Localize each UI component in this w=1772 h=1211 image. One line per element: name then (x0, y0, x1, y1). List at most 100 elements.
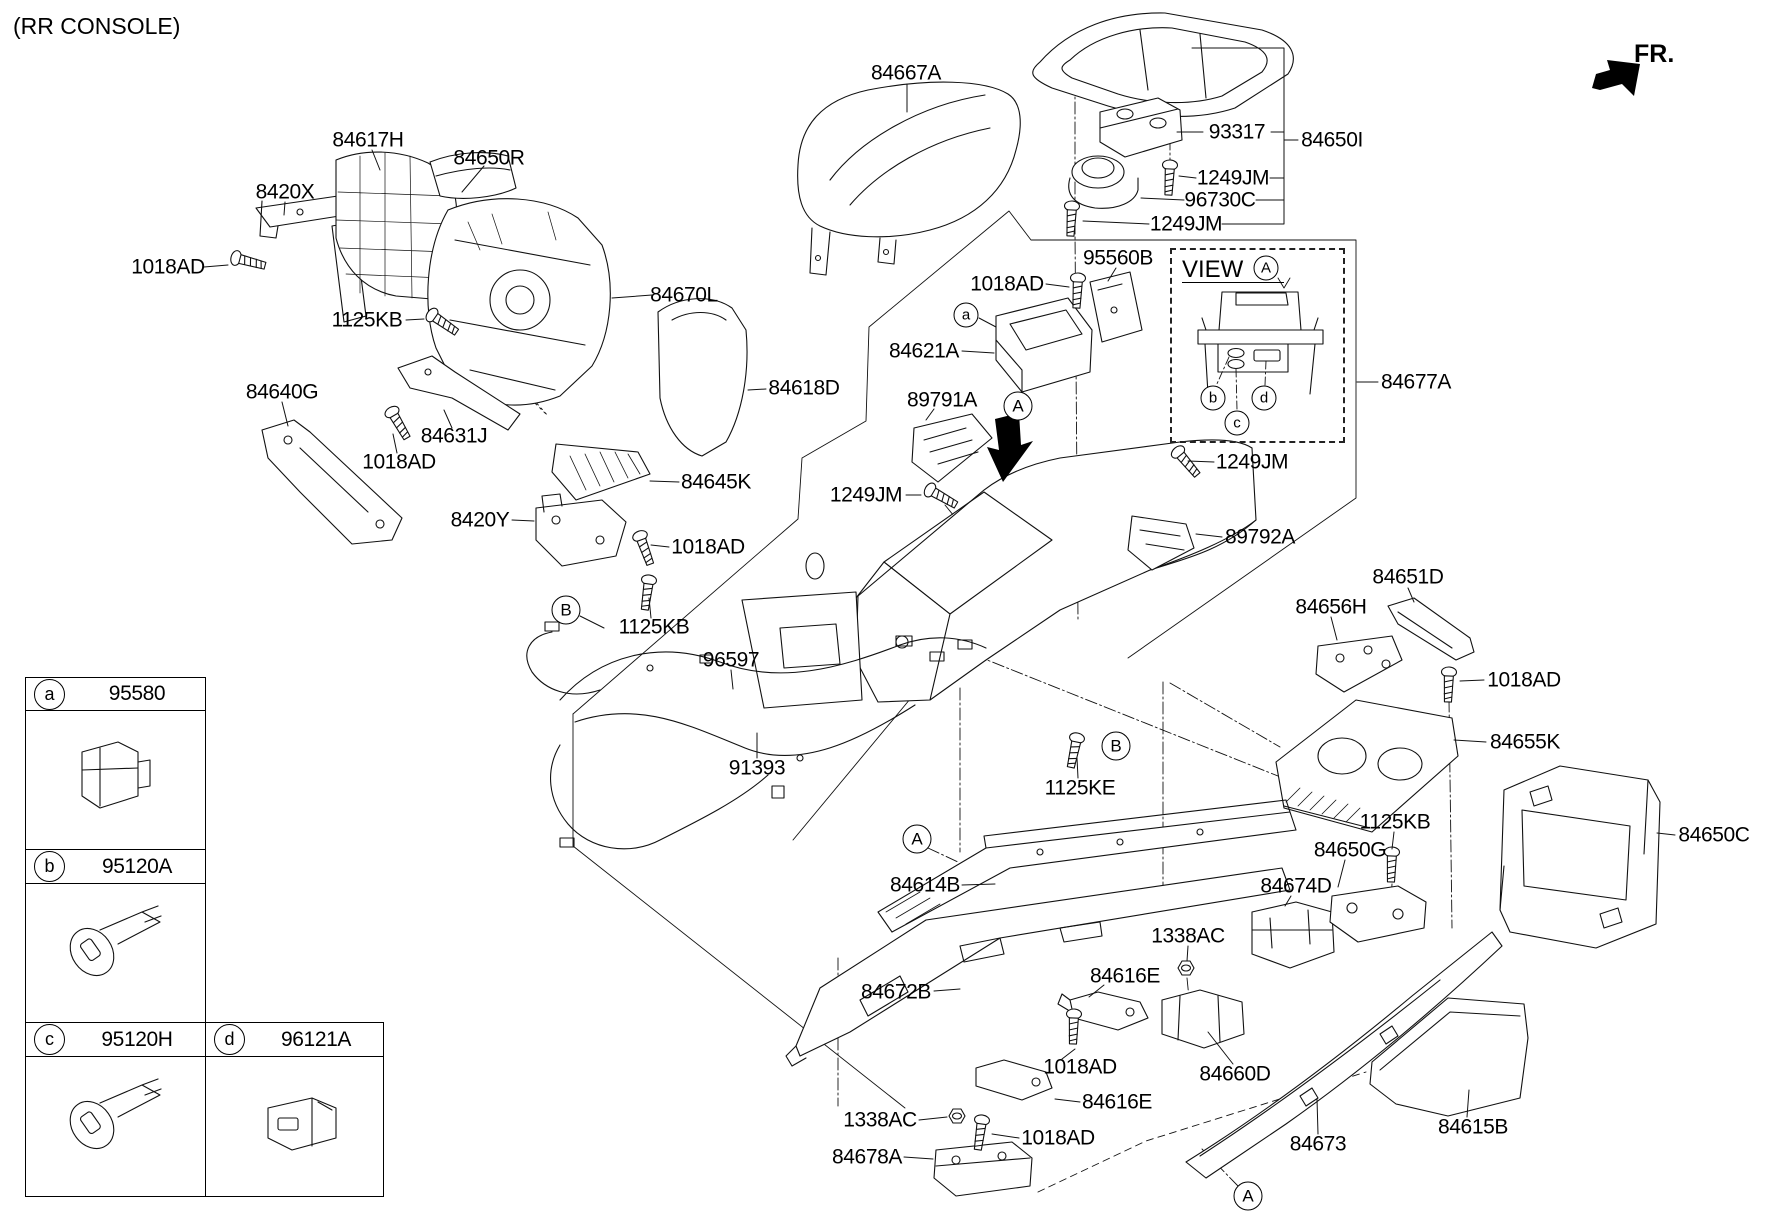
legend-row-d-header: d 96121A (205, 1022, 384, 1057)
part-84670l-drawing (427, 198, 611, 406)
part-label-84660d: 84660D (1199, 1062, 1271, 1086)
fr-arrow-icon (1592, 60, 1640, 96)
part-label-1338ac-1: 1338AC (1151, 924, 1225, 948)
legend-row-b-header: b 95120A (25, 849, 206, 884)
part-label-1249jm-2: 1249JM (1196, 166, 1270, 190)
part-label-1125kb-3: 1125KB (1359, 810, 1431, 834)
part-label-84651d: 84651D (1372, 565, 1444, 589)
part-label-84621a: 84621A (888, 339, 960, 363)
part-label-1249jm-1: 1249JM (829, 483, 903, 507)
part-label-84673: 84673 (1289, 1132, 1347, 1156)
part-label-89791a: 89791A (906, 388, 978, 412)
callout-b: b (1200, 385, 1226, 411)
legend-a-image-cell (25, 710, 206, 850)
part-label-84650i: 84650I (1301, 128, 1363, 152)
view-a-letter: A (1253, 255, 1279, 281)
wiring-harness-drawing (526, 621, 987, 850)
part-label-1018ad-7: 1018AD (1021, 1126, 1095, 1150)
part-84673-drawing (1185, 931, 1503, 1179)
part-label-84645k: 84645K (680, 470, 752, 494)
console-body-drawing (741, 439, 1257, 709)
part-label-93317: 93317 (1208, 120, 1266, 144)
part-label-1125ke: 1125KE (1044, 776, 1116, 800)
part-84616e-lower-drawing (975, 1059, 1053, 1101)
callout-c: c (1224, 410, 1250, 436)
part-label-84674d: 84674D (1260, 874, 1332, 898)
callout-a-lower: a (953, 302, 979, 328)
part-label-84650c: 84650C (1678, 823, 1750, 847)
legend-a-circle: a (34, 678, 65, 710)
part-label-84667a: 84667A (870, 61, 942, 85)
part-label-84617h: 84617H (332, 128, 404, 152)
part-label-8420y: 8420Y (450, 508, 510, 532)
part-label-1018ad-5: 1018AD (1487, 668, 1561, 692)
part-label-84614b: 84614B (889, 873, 961, 897)
part-label-84618d: 84618D (768, 376, 840, 400)
callout-B-1: B (551, 595, 581, 625)
install-direction-arrow (987, 413, 1033, 482)
part-95560b-drawing (1089, 271, 1143, 343)
part-84645k-drawing (551, 443, 651, 501)
part-96730c-drawing (1068, 155, 1139, 209)
legend-b-part: 95120A (101, 854, 172, 878)
part-label-1249jm-4: 1249JM (1215, 450, 1289, 474)
callout-A-3: A (1233, 1181, 1263, 1211)
part-label-84656h: 84656H (1295, 595, 1367, 619)
legend-d-part: 96121A (280, 1027, 351, 1051)
part-label-1125kb-1: 1125KB (331, 308, 403, 332)
view-a-title: VIEW (1182, 256, 1244, 283)
part-label-96597: 96597 (702, 648, 760, 672)
view-a-inset-drawing (1197, 277, 1324, 411)
part-84650r-drawing (429, 152, 517, 199)
part-label-91393: 91393 (728, 756, 786, 780)
part-84621a-drawing (995, 297, 1093, 393)
part-93317-drawing (1099, 97, 1183, 158)
legend-row-c-header: c 95120H (25, 1022, 206, 1057)
part-label-84631j: 84631J (420, 424, 488, 448)
part-label-1018ad-4: 1018AD (970, 272, 1044, 296)
part-label-84655k: 84655K (1489, 730, 1561, 754)
part-84650c-drawing (1499, 765, 1661, 949)
part-label-1338ac-2: 1338AC (843, 1108, 917, 1132)
part-label-84670l: 84670L (650, 283, 718, 307)
legend-a-part: 95580 (108, 682, 166, 705)
part-84651d-drawing (1387, 597, 1475, 661)
callout-A-1: A (1003, 391, 1033, 421)
part-89792a-drawing (1127, 515, 1195, 571)
part-84618d-drawing (657, 298, 748, 457)
part-84650g-drawing (1329, 885, 1427, 943)
part-84655k-drawing (1275, 699, 1459, 833)
fr-direction-label: FR. (1634, 40, 1675, 68)
part-label-1125kb-2: 1125KB (618, 615, 690, 639)
legend-row-a-header: a 95580 (25, 677, 206, 711)
part-label-84640g: 84640G (245, 380, 319, 404)
callout-A-2: A (902, 824, 932, 854)
part-84678a-drawing (933, 1141, 1033, 1197)
part-89791a-drawing (911, 413, 993, 483)
part-84614b-drawing (877, 799, 1297, 933)
view-a-inset (1170, 248, 1345, 443)
view-a-underline (1182, 282, 1284, 283)
part-label-1018ad-6: 1018AD (1043, 1055, 1117, 1079)
part-label-84616e-1: 84616E (1089, 964, 1161, 988)
legend-b-circle: b (34, 851, 65, 882)
part-84674d-drawing (1251, 901, 1335, 969)
legend-b-image-cell (25, 883, 206, 1023)
part-84640g-drawing (261, 419, 403, 545)
part-label-1018ad-2: 1018AD (362, 450, 436, 474)
part-label-84615b: 84615B (1437, 1115, 1509, 1139)
part-84650i-drawing (1032, 12, 1294, 117)
part-8420y-drawing (535, 493, 627, 567)
part-label-84672b: 84672B (860, 980, 932, 1004)
part-84656h-drawing (1315, 635, 1403, 693)
part-84615b-drawing (1369, 997, 1529, 1117)
legend-d-circle: d (214, 1024, 245, 1055)
part-label-84650g: 84650G (1313, 838, 1387, 862)
part-label-95560b: 95560B (1082, 246, 1154, 270)
page-title: (RR CONSOLE) (13, 13, 181, 39)
leader-lines (203, 47, 1676, 1160)
part-label-1249jm-3: 1249JM (1149, 212, 1223, 236)
callout-B-2: B (1101, 731, 1131, 761)
